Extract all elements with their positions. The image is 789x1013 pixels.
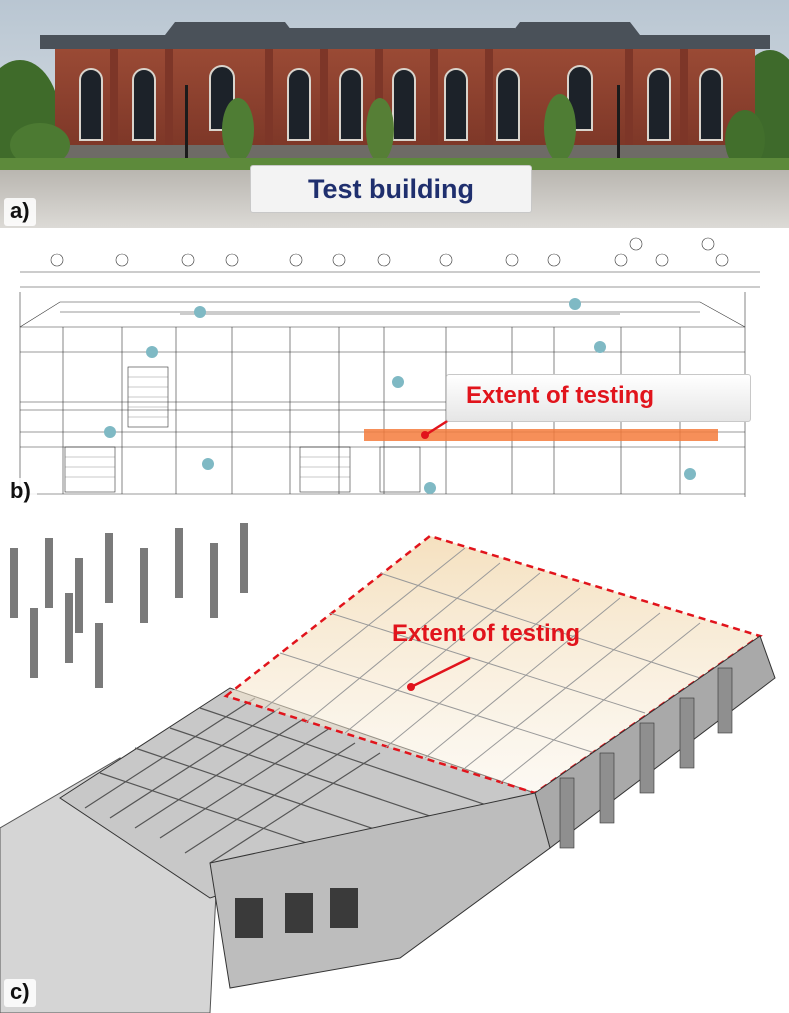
- structural-3d-model-panel: Extent of testing c): [0, 518, 789, 1013]
- panel-label-b: b): [4, 478, 37, 506]
- panel-label-c: c): [4, 979, 36, 1007]
- elevation-drawing-panel: Extent of testing b): [0, 232, 789, 512]
- panel-label-a: a): [4, 198, 36, 226]
- testing-extent-band: [364, 429, 718, 441]
- test-building-title: Test building: [250, 165, 532, 213]
- building-photo-panel: Test building a): [0, 0, 789, 228]
- elevation-drawing: [19, 237, 760, 497]
- testing-extent-callout-b: Extent of testing: [466, 382, 655, 409]
- building-facade-illustration: [0, 0, 789, 228]
- testing-extent-callout-box: [446, 374, 751, 422]
- columns: [10, 523, 248, 688]
- gridline-markers: [50, 237, 729, 267]
- testing-extent-callout-c: Extent of testing: [392, 620, 581, 647]
- structural-3d-model: [0, 523, 776, 1013]
